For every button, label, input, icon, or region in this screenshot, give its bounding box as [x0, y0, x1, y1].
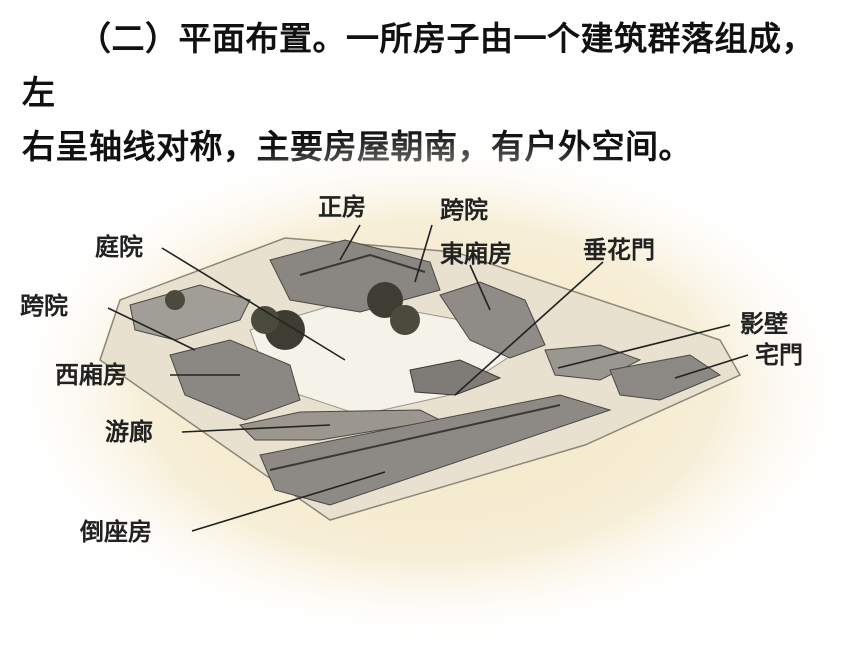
west-side-court [129, 284, 251, 341]
siheyuan-illustration: 正房 跨院 庭院 東廂房 垂花門 跨院 影壁 宅門 西廂房 游廊 倒座房 [0, 120, 860, 645]
label-side-court-top: 跨院 [440, 195, 488, 224]
paragraph-line-1: （二）平面布置。一所房子由一个建筑群落组成，左 [22, 19, 815, 112]
main-gate [609, 354, 722, 401]
courtyard-diagram: 正房 跨院 庭院 東廂房 垂花門 跨院 影壁 宅門 西廂房 游廊 倒座房 [0, 130, 860, 645]
callout-lines [107, 224, 749, 532]
tree-icon [390, 305, 420, 335]
main-hall-roof-ridge [299, 253, 426, 276]
south-row-house [259, 394, 612, 506]
west-wing [169, 339, 301, 421]
tree-icon [367, 282, 403, 318]
label-screen-wall: 影壁 [740, 309, 788, 338]
label-east-wing: 東廂房 [440, 239, 512, 268]
label-main-gate: 宅門 [755, 340, 803, 369]
label-main-hall: 正房 [318, 192, 366, 221]
label-west-wing: 西廂房 [55, 360, 127, 389]
label-hanging-flower-gate: 垂花門 [583, 235, 655, 264]
east-wing [439, 281, 546, 359]
tree-icon [251, 306, 279, 334]
hanging-flower-gate [409, 359, 502, 396]
tree-icon [165, 290, 185, 310]
label-south-row-house: 倒座房 [79, 517, 152, 546]
label-corridor: 游廊 [105, 417, 153, 446]
south-row-roof-line [269, 404, 561, 471]
label-courtyard: 庭院 [95, 232, 143, 261]
label-side-court-left: 跨院 [20, 291, 68, 320]
